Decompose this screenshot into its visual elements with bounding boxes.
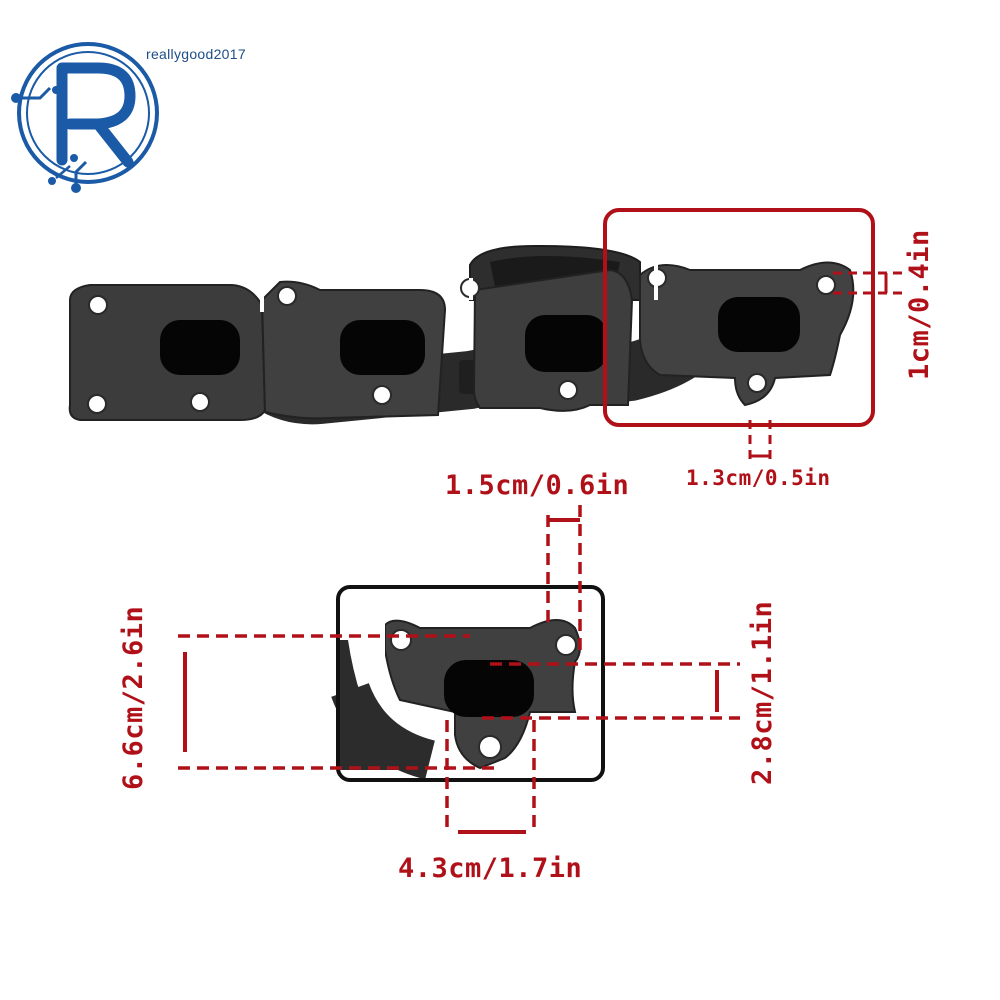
dimension-flange-height: 6.6cm/2.6in	[118, 605, 149, 790]
highlight-box	[603, 208, 875, 427]
top-dimension-lines	[748, 271, 905, 460]
detail-port	[444, 660, 534, 717]
dimension-port-width: 4.3cm/1.7in	[398, 853, 583, 884]
watermark-text: reallygood2017	[146, 46, 246, 62]
brand-logo	[11, 42, 159, 193]
port-2	[340, 320, 425, 375]
detail-dimension-lines	[178, 505, 740, 828]
port-1	[160, 320, 240, 375]
exhaust-manifold	[68, 244, 855, 425]
dimension-ear-height: 1.5cm/0.6in	[445, 470, 630, 501]
port-4	[718, 297, 800, 352]
detail-box	[336, 585, 605, 782]
port-3	[525, 315, 607, 372]
dimension-bolt-hole-offset: 1cm/0.4in	[904, 229, 935, 380]
dimension-flange-edge: 1.3cm/0.5in	[686, 466, 831, 490]
flange-detail	[331, 619, 581, 780]
dimension-port-height: 2.8cm/1.1in	[747, 600, 778, 785]
